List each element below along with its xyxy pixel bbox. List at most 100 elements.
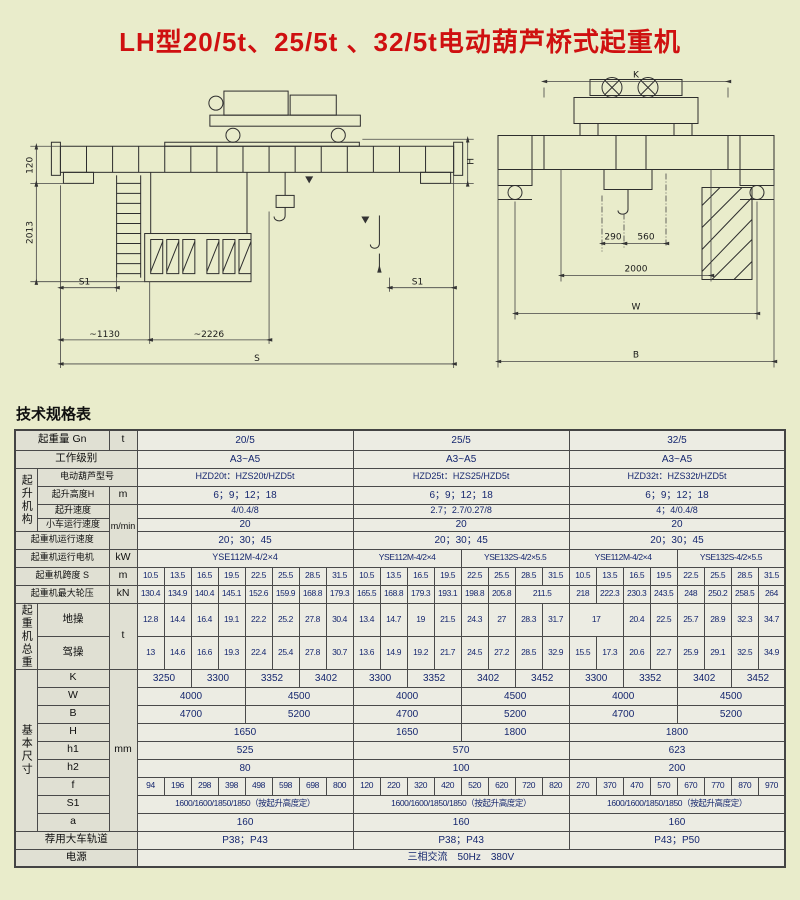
spec-value-cell: 31.5 [325,566,354,586]
spec-value-cell: P43；P50 [568,830,786,850]
spec-label-cell: W [36,686,110,706]
spec-label-cell: K [36,668,110,688]
spec-value-cell: 770 [703,776,732,796]
spec-value-cell: 196 [163,776,192,796]
spec-value-cell: 1650 [136,722,354,742]
spec-value-cell: YSE132S-4/2×5.5 [676,548,786,568]
spec-value-cell: 4500 [460,686,570,706]
spec-value-cell: 15.5 [568,635,597,670]
spec-value-cell: HZD25t：HZS25/HZD5t [352,467,570,487]
spec-value-cell: 5200 [244,704,354,724]
spec-value-cell: 370 [595,776,624,796]
spec-value-cell: 27.8 [298,635,327,670]
spec-value-cell: 20.6 [622,635,651,670]
spec-value-cell: 32.9 [541,635,570,670]
spec-value-cell: 14.9 [379,635,408,670]
spec-value-cell: P38；P43 [136,830,354,850]
spec-value-cell: 13.5 [163,566,192,586]
spec-value-cell: 25/5 [352,429,570,451]
spec-label-cell: 驾操 [36,635,110,670]
spec-value-cell: 20；30；45 [136,530,354,550]
dim-label-1130: ~1130 [89,330,120,340]
spec-value-cell: 3300 [190,668,246,688]
spec-value-cell: 22.5 [460,566,489,586]
spec-value-cell: 19.3 [217,635,246,670]
spec-value-cell: 3402 [676,668,732,688]
dim-label-w: W [632,303,641,313]
spec-label-cell: 地操 [36,602,110,637]
spec-value-cell: 80 [136,758,354,778]
spec-value-cell: 298 [190,776,219,796]
spec-value-cell: YSE132S-4/2×5.5 [460,548,570,568]
spec-label-cell: f [36,776,110,796]
spec-value-cell: 3250 [136,668,192,688]
spec-value-cell: 28.9 [703,602,732,637]
spec-value-cell: 179.3 [325,584,354,604]
spec-value-cell: 20 [136,517,354,532]
spec-value-cell: 3452 [514,668,570,688]
spec-label-cell: S1 [36,794,110,814]
dim-label-2000: 2000 [625,265,648,275]
spec-label-cell: kN [108,584,138,604]
spec-value-cell: 2.7；2.7/0.27/8 [352,503,570,519]
spec-value-cell: 20 [352,517,570,532]
spec-label-cell: 起重机总重 [14,602,38,670]
dim-label-2013: 2013 [25,221,35,244]
spec-label-cell: m/min [108,503,138,550]
spec-value-cell: 30.7 [325,635,354,670]
spec-value-cell: 670 [676,776,705,796]
spec-value-cell: 264 [757,584,786,604]
spec-value-cell: 28.5 [514,566,543,586]
spec-value-cell: 22.2 [244,602,273,637]
spec-value-cell: 13.6 [352,635,381,670]
spec-value-cell: 140.4 [190,584,219,604]
spec-value-cell: 420 [433,776,462,796]
spec-value-cell: 800 [325,776,354,796]
spec-value-cell: 12.8 [136,602,165,637]
spec-value-cell: 32/5 [568,429,786,451]
spec-value-cell: 16.5 [190,566,219,586]
spec-value-cell: 20；30；45 [352,530,570,550]
spec-value-cell: 19.5 [649,566,678,586]
spec-value-cell: 25.5 [271,566,300,586]
spec-value-cell: 258.5 [730,584,759,604]
spec-value-cell: 198.8 [460,584,489,604]
spec-value-cell: 13.5 [595,566,624,586]
spec-value-cell: 16.6 [190,635,219,670]
technical-drawings: 120 2013 S1 S1 ~1130 ~2226 S H [0,63,800,393]
spec-value-cell: 24.3 [460,602,489,637]
spec-label-cell: t [108,602,138,670]
spec-label-cell: 起重机跨度 S [14,566,110,586]
spec-value-cell: 620 [487,776,516,796]
spec-value-cell: A3~A5 [568,449,786,469]
spec-label-cell: 电源 [14,848,138,868]
spec-value-cell: 6；9；12；18 [568,485,786,505]
spec-value-cell: 320 [406,776,435,796]
spec-value-cell: 4；4/0.4/8 [568,503,786,519]
section-title: 技术规格表 [16,406,92,423]
spec-label-cell: h1 [36,740,110,760]
spec-value-cell: 25.5 [703,566,732,586]
spec-value-cell: 22.5 [676,566,705,586]
spec-value-cell: 134.9 [163,584,192,604]
spec-value-cell: 28.3 [514,602,543,637]
spec-value-cell: 130.4 [136,584,165,604]
spec-value-cell: 270 [568,776,597,796]
spec-value-cell: 19 [406,602,435,637]
spec-value-cell: 193.1 [433,584,462,604]
spec-value-cell: 3352 [406,668,462,688]
dim-label-b: B [633,351,639,361]
spec-value-cell: 6；9；12；18 [352,485,570,505]
spec-label-cell: 小车运行速度 [36,517,110,532]
spec-value-cell: 31.7 [541,602,570,637]
spec-value-cell: 4500 [676,686,786,706]
spec-label-cell: 起升高度H [36,485,110,505]
spec-value-cell: 4700 [568,704,678,724]
dim-label-s1-right: S1 [412,278,423,288]
dim-label-2226: ~2226 [194,330,225,340]
spec-value-cell: 598 [271,776,300,796]
spec-value-cell: 165.5 [352,584,381,604]
spec-value-cell: 1800 [460,722,570,742]
dim-label-span-s: S [254,354,260,364]
